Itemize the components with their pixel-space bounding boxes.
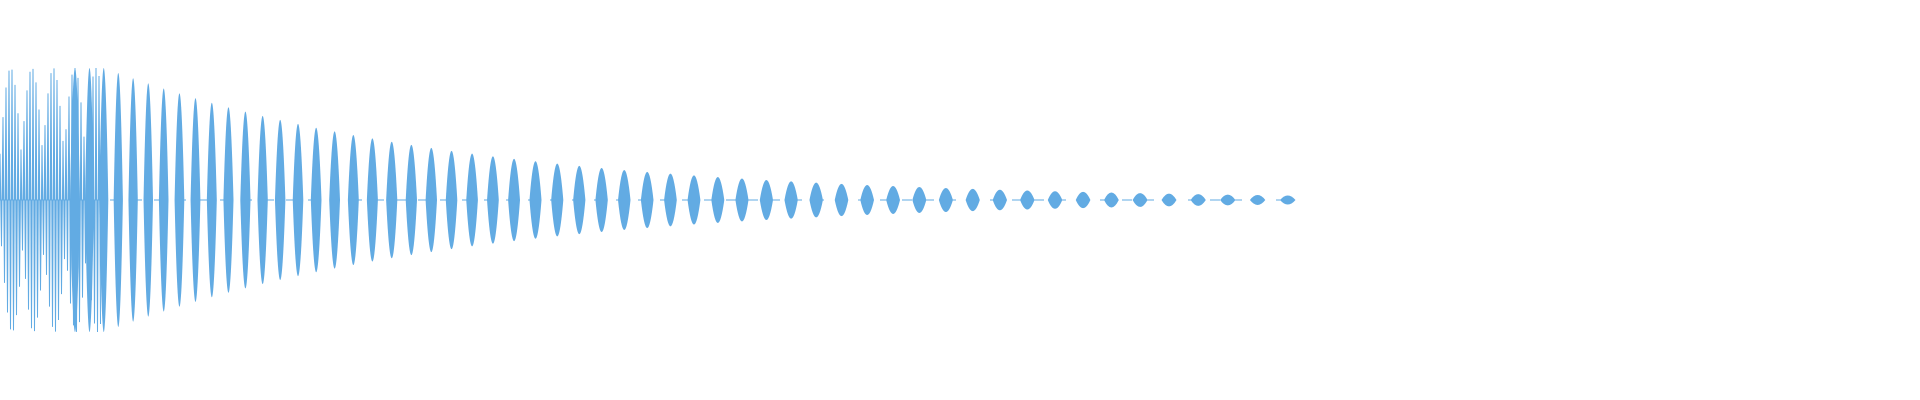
waveform-lobe <box>711 176 725 224</box>
waveform-lobe <box>735 178 749 222</box>
waveform-lobe <box>1132 193 1148 207</box>
waveform-lobe <box>257 115 268 285</box>
waveform-lobe <box>1047 191 1063 209</box>
waveform-lobe <box>405 144 417 256</box>
waveform-lobe <box>938 187 953 213</box>
waveform-lobe <box>274 119 286 281</box>
waveform-lobe <box>886 186 900 214</box>
waveform-lobe <box>425 147 437 253</box>
waveform-lobe <box>759 179 773 221</box>
waveform-lobe <box>445 150 458 250</box>
waveform-lobe <box>912 187 927 213</box>
waveform-lobe <box>1020 190 1035 210</box>
waveform-lobe <box>1220 194 1236 206</box>
waveform-lobe <box>206 102 217 298</box>
waveform-lobe <box>1104 192 1119 208</box>
waveform-lobe <box>664 173 677 227</box>
waveform-lobe <box>1280 195 1296 205</box>
waveform-lobe <box>784 181 798 219</box>
waveform-lobe <box>190 98 201 302</box>
waveform-lobe <box>687 175 701 225</box>
waveform-lobe <box>143 83 153 317</box>
waveform-lobe <box>99 68 109 332</box>
waveform-lobe <box>386 141 398 259</box>
waveform-lobe <box>466 153 478 247</box>
waveform-lobe <box>366 138 378 262</box>
waveform-lobe <box>292 123 304 277</box>
waveform-lobe <box>1190 194 1206 206</box>
